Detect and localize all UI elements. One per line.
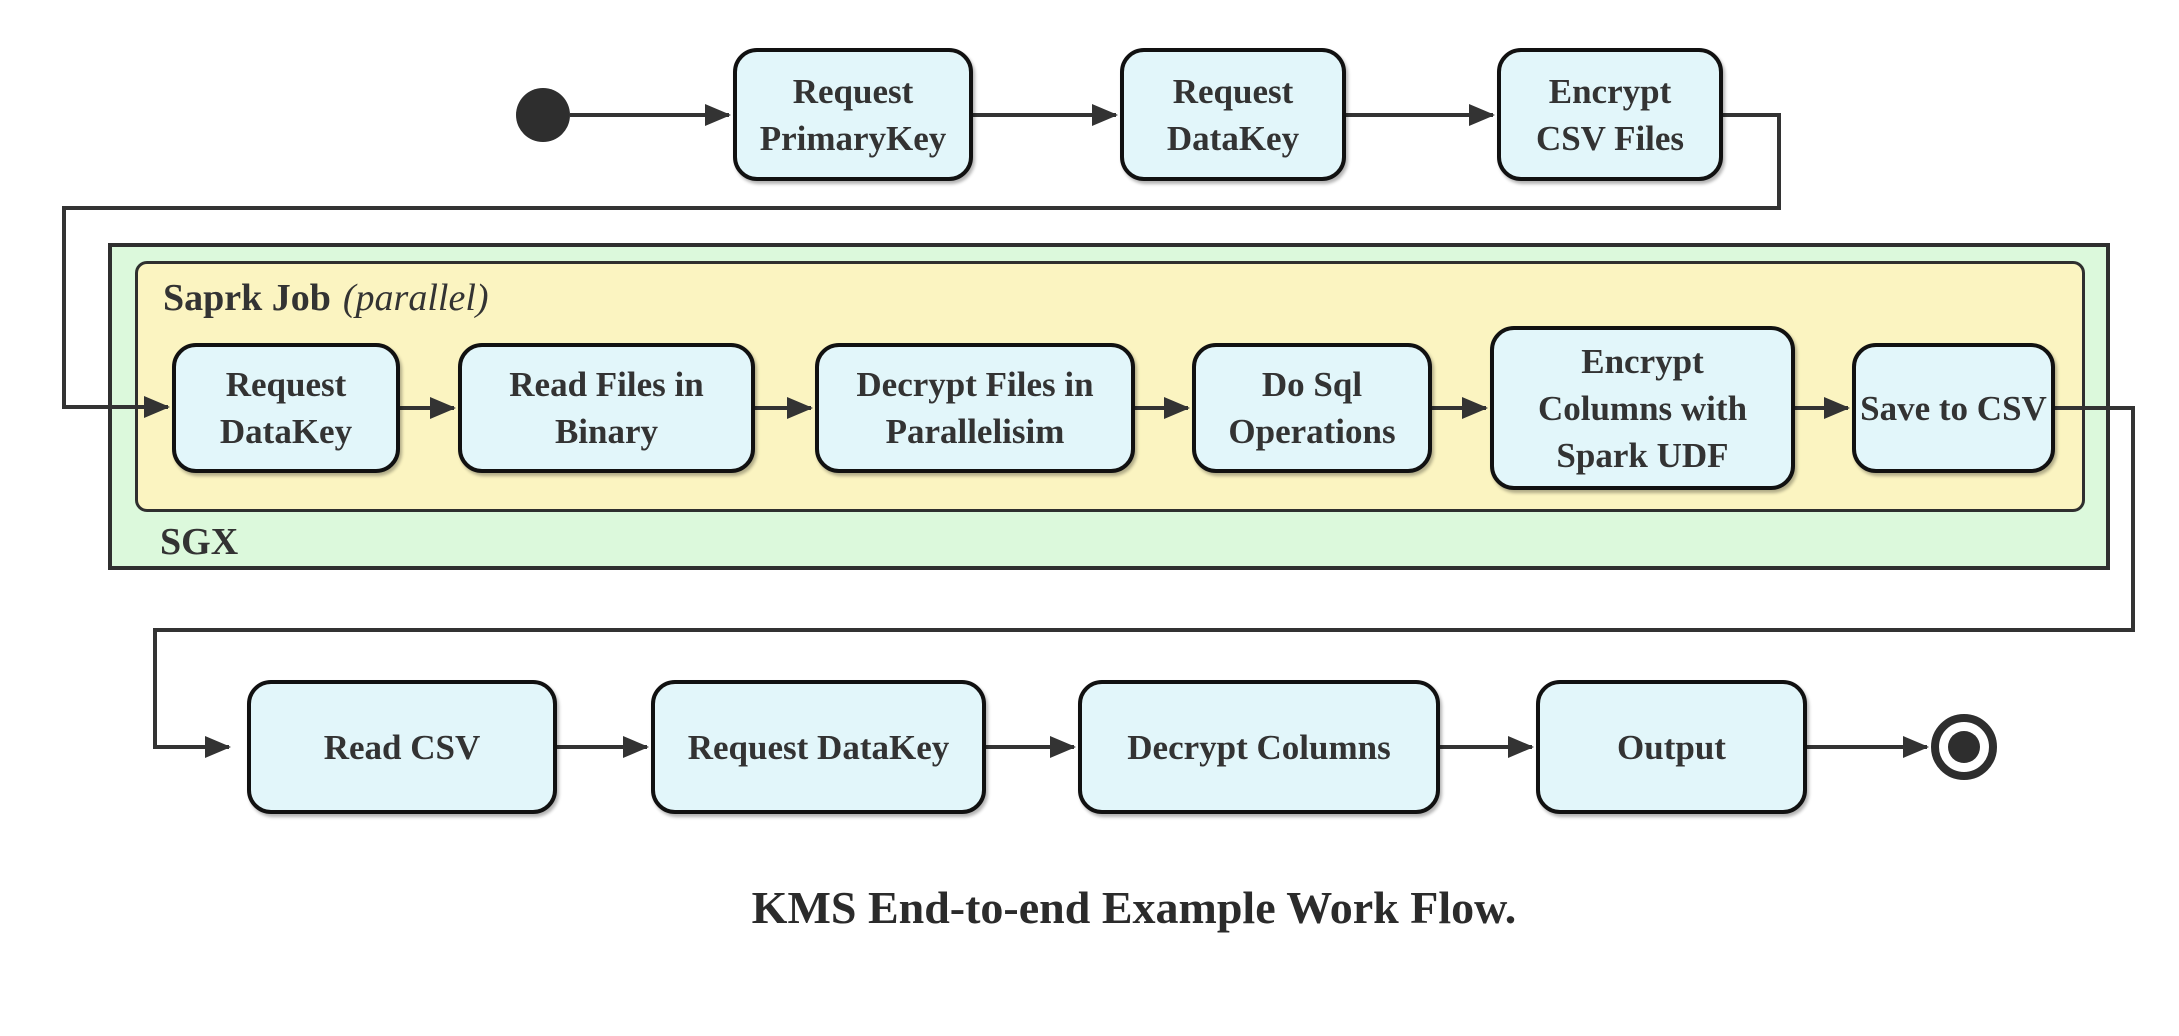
spark-job-label: Saprk Job (parallel) (163, 276, 489, 320)
node-label: Do Sql Operations (1228, 365, 1396, 451)
node-sgx-request-datakey: Request DataKey (172, 343, 400, 473)
spark-job-label-text: Saprk Job (163, 277, 331, 319)
node-save-to-csv: Save to CSV (1852, 343, 2055, 473)
node-request-primarykey: Request PrimaryKey (733, 48, 973, 181)
node-label: Request DataKey (219, 365, 353, 451)
end-node-icon (1931, 714, 1997, 780)
diagram-caption: KMS End-to-end Example Work Flow. (751, 882, 1517, 933)
node-label: Read Files in Binary (509, 365, 704, 451)
node-decrypt-columns: Decrypt Columns (1078, 680, 1440, 814)
node-label: Decrypt Files in Parallelisim (856, 365, 1094, 451)
node-encrypt-csv-files: Encrypt CSV Files (1497, 48, 1723, 181)
node-label: Output (1617, 727, 1726, 767)
node-request-datakey-top: Request DataKey (1120, 48, 1346, 181)
node-label: Request DataKey (687, 727, 950, 767)
start-node-icon (516, 88, 570, 142)
node-label: Decrypt Columns (1127, 727, 1391, 767)
node-label: Request DataKey (1166, 71, 1300, 158)
node-encrypt-columns-with-spark-udf: Encrypt Columns with Spark UDF (1490, 326, 1795, 490)
node-decrypt-files-in-parallelisim: Decrypt Files in Parallelisim (815, 343, 1135, 473)
node-do-sql-operations: Do Sql Operations (1192, 343, 1432, 473)
node-read-csv: Read CSV (247, 680, 557, 814)
node-output: Output (1536, 680, 1807, 814)
node-read-files-in-binary: Read Files in Binary (458, 343, 755, 473)
node-request-datakey-bottom: Request DataKey (651, 680, 986, 814)
node-label: Encrypt CSV Files (1535, 71, 1685, 158)
spark-job-parallel-text: (parallel) (342, 277, 489, 319)
edge-encrypt-csv-to-sgx (62, 113, 1781, 418)
node-label: Encrypt Columns with Spark UDF (1537, 341, 1748, 475)
node-label: Read CSV (323, 727, 481, 767)
node-label: Request PrimaryKey (759, 71, 947, 158)
node-label: Save to CSV (1860, 388, 2047, 428)
sgx-label: SGX (160, 521, 239, 563)
edge-save-csv-to-read-csv (153, 406, 2135, 758)
